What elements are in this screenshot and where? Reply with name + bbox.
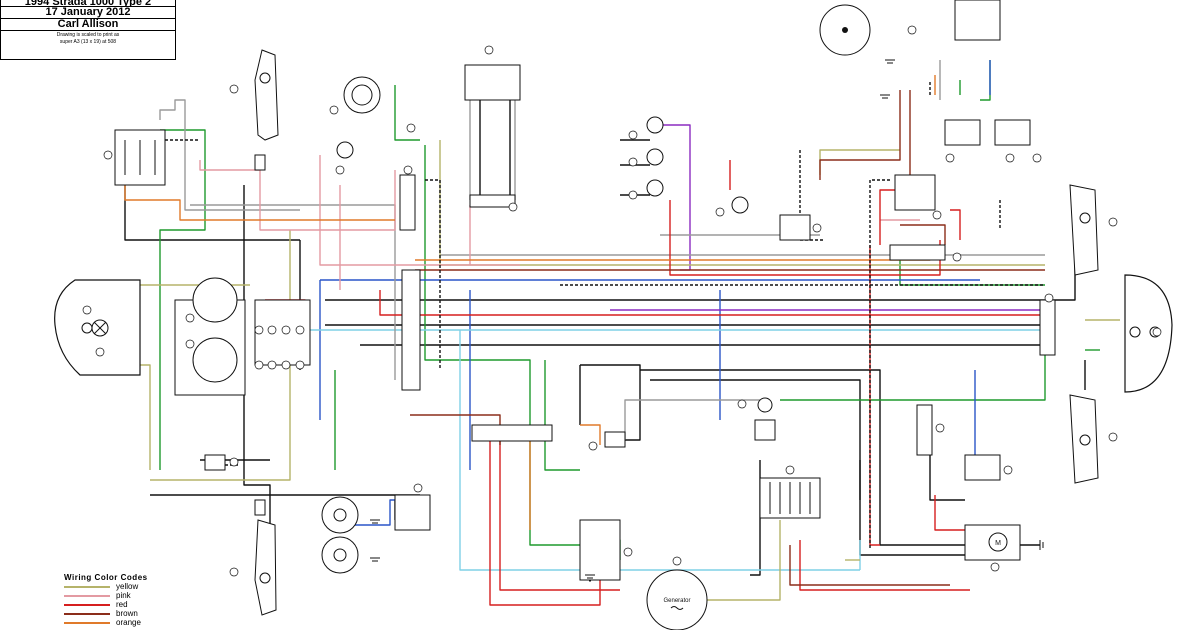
part-callout (95, 347, 105, 357)
part-callout (812, 223, 822, 233)
part-callout (588, 441, 598, 451)
part-callout (935, 423, 945, 433)
legend-swatch (64, 595, 110, 597)
part-callout (737, 399, 747, 409)
legend-title: Wiring Color Codes (64, 573, 148, 582)
part-callout (623, 547, 633, 557)
ignition-switch (343, 76, 381, 114)
regulator (759, 477, 821, 519)
legend-label: yellow (116, 582, 139, 591)
part-callout (254, 325, 264, 335)
handlebar-switch-left (114, 129, 166, 186)
part-callout (295, 360, 305, 370)
part-callout (185, 339, 195, 349)
part-callout (508, 202, 518, 212)
part-callout (229, 457, 239, 467)
part-callout (1005, 153, 1015, 163)
indicator-lamps (336, 116, 773, 413)
part-callout (628, 157, 638, 167)
part-callout (628, 130, 638, 140)
legend-label: brown (116, 609, 138, 618)
fan-motor: M (964, 524, 1021, 561)
turn-signal-front-right (1069, 184, 1099, 276)
connector-blocks (204, 174, 1056, 471)
part-callout (281, 325, 291, 335)
part-callout (267, 325, 277, 335)
part-callouts (82, 25, 1162, 577)
wires-black (124, 75, 1086, 576)
part-callout (403, 165, 413, 175)
part-callout (952, 252, 962, 262)
turn-signal-rear-right (1069, 394, 1099, 484)
part-callout (335, 165, 345, 175)
motor-label: M (995, 540, 1001, 547)
part-callout (82, 305, 92, 315)
legend-label: pink (116, 591, 131, 600)
starter-switch-box (579, 519, 621, 581)
part-callout (1108, 217, 1118, 227)
part-callout (295, 325, 305, 335)
part-callout (1032, 153, 1042, 163)
part-callout (932, 210, 942, 220)
part-callout (907, 25, 917, 35)
diagram-date: 17 January 2012 (1, 7, 175, 19)
part-callout (229, 84, 239, 94)
part-callout (1152, 327, 1162, 337)
part-callout (229, 567, 239, 577)
part-callout (672, 556, 682, 566)
part-callout (329, 105, 339, 115)
headlight (54, 279, 141, 376)
generator: Generator (646, 569, 708, 630)
legend-item-red: red (64, 600, 204, 609)
part-callout (103, 150, 113, 160)
taillight (1124, 274, 1173, 393)
legend-swatch (64, 622, 110, 624)
title-block: 1994 Strada 1000 Type 2 17 January 2012 … (0, 0, 176, 60)
part-callout (413, 483, 423, 493)
part-callout (715, 207, 725, 217)
part-callout (990, 562, 1000, 572)
part-callout (1003, 465, 1013, 475)
legend-item-yellow: yellow (64, 582, 204, 591)
diagram-title: 1994 Strada 1000 Type 2 (1, 0, 175, 7)
turn-signal-rear-left (254, 499, 277, 616)
part-callout (281, 360, 291, 370)
horns (321, 496, 359, 574)
print-note-1: Drawing is scaled to print as (56, 32, 120, 38)
part-callout (185, 313, 195, 323)
print-note-2: super A3 (13 x 19) at 508 (59, 39, 117, 45)
legend-item-pink: pink (64, 591, 204, 600)
part-callout (1108, 432, 1118, 442)
part-callout (785, 465, 795, 475)
legend-swatch (64, 586, 110, 588)
part-callout (406, 123, 416, 133)
part-callout (484, 45, 494, 55)
legend-label: orange (116, 618, 141, 627)
part-callout (945, 153, 955, 163)
legend-item-orange: orange (64, 618, 204, 627)
relays (394, 214, 1001, 531)
legend-swatch (64, 613, 110, 615)
generator-label: Generator (663, 598, 690, 604)
ground-symbols (370, 59, 1044, 582)
legend-label: red (116, 600, 128, 609)
ignition-module (819, 0, 1031, 146)
relay-top (464, 64, 521, 208)
legend-swatch (64, 604, 110, 606)
part-callout (254, 360, 264, 370)
legend-item-brown: brown (64, 609, 204, 618)
part-callout (628, 190, 638, 200)
diagram-author: Carl Allison (1, 19, 175, 31)
part-callout (1044, 293, 1054, 303)
part-callout (267, 360, 277, 370)
turn-signal-front-left (254, 49, 279, 171)
